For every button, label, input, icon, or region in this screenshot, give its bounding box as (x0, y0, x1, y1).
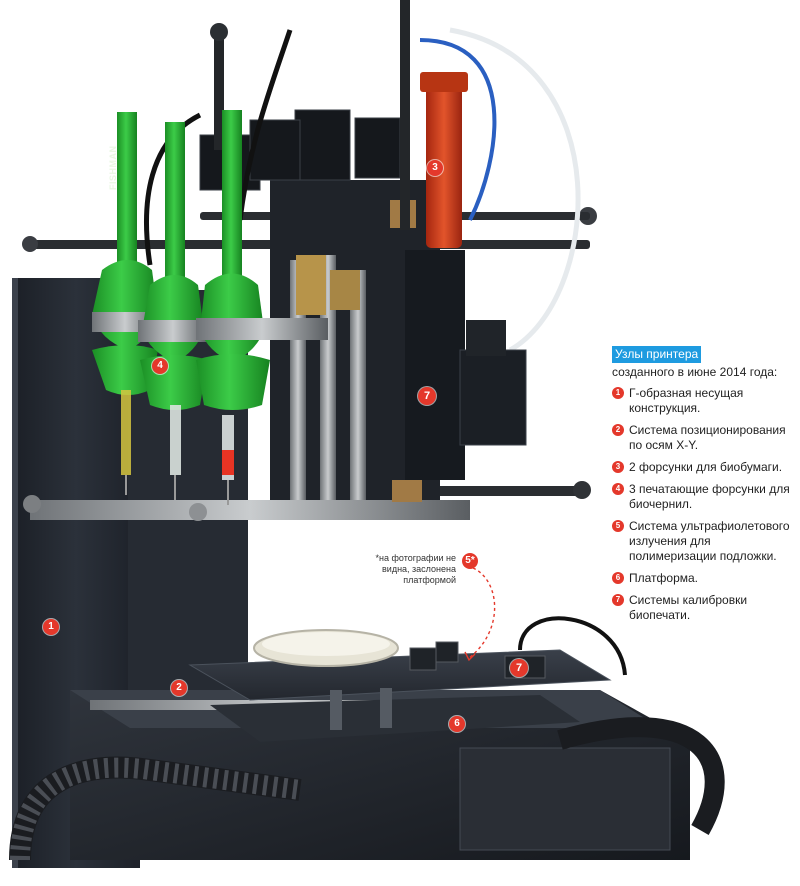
legend-item-number: 2 (612, 424, 624, 436)
marker-2: 2 (171, 680, 187, 696)
rod (400, 0, 410, 230)
tubing-blue (419, 38, 497, 221)
legend-item-text: Система ультрафиолетового излучения для … (629, 519, 790, 563)
tubing-black (237, 29, 293, 221)
legend-item-text: Системы калибровки биопечати. (629, 593, 748, 622)
cable-chain-right (557, 717, 725, 835)
petri-dish-inner (262, 632, 390, 656)
marker-1: 1 (43, 619, 59, 635)
stepper-motor (354, 117, 401, 179)
footnote: *на фотографии не видна, заслонена платф… (375, 553, 456, 585)
calibration-block (435, 641, 459, 663)
arm-knob (23, 495, 41, 513)
arm-knob (573, 481, 591, 499)
legend-item: 2 Система позиционирования по осям X-Y. (612, 423, 794, 453)
green-nozzle-1 (92, 112, 158, 495)
stepper-motor (294, 109, 351, 181)
platform-post (330, 690, 342, 730)
legend-title: Узлы принтера (612, 346, 702, 363)
z-bracket (330, 270, 360, 310)
marker-4: 4 (152, 358, 168, 374)
frame-edge (12, 278, 18, 868)
z-rail (350, 270, 366, 500)
arm-knob (189, 503, 207, 521)
arm-knob (22, 236, 38, 252)
calibration-block (409, 647, 437, 671)
uv-module (405, 250, 465, 480)
legend-subtitle: созданного в июне 2014 года: (612, 365, 778, 379)
footnote-arrow (464, 567, 496, 662)
platform-lower (210, 695, 580, 742)
arm-lower (30, 500, 470, 520)
marker-3: 3 (427, 160, 443, 176)
tubing-white (449, 27, 581, 353)
rod-knob (210, 23, 228, 41)
base-front (459, 747, 671, 851)
legend-item-number: 4 (612, 483, 624, 495)
red-nozzle-cap (420, 72, 468, 92)
legend-item-number: 7 (612, 594, 624, 606)
marker-7-top: 7 (418, 387, 436, 405)
legend-item: 4 3 печатающие форсунки для биочернил. (612, 482, 794, 512)
red-nozzle (426, 78, 462, 248)
uv-box (459, 349, 527, 446)
green-nozzle-3 (196, 110, 328, 505)
legend-item-text: 2 форсунки для биобумаги. (629, 460, 783, 474)
legend-item-number: 3 (612, 461, 624, 473)
z-bracket (296, 255, 326, 315)
z-rail (320, 255, 336, 500)
legend-item-text: Система позиционирования по осям X-Y. (629, 423, 786, 452)
legend-item: 1 Г-образная несущая конструкция. (612, 386, 794, 416)
arm-lower-right (440, 486, 580, 496)
legend-item-text: 3 печатающие форсунки для биочернил. (629, 482, 790, 511)
legend-item: 5 Система ультрафиолетового излучения для… (612, 519, 794, 564)
rod (214, 30, 224, 150)
cork-pad (392, 480, 422, 502)
legend-item-number: 1 (612, 387, 624, 399)
legend-item-number: 5 (612, 520, 624, 532)
printer-parts-legend: Узлы принтера созданного в июне 2014 год… (612, 346, 794, 630)
marker-5: 5* (462, 553, 478, 569)
legend-item: 6 Платформа. (612, 571, 794, 586)
marker-6: 6 (449, 716, 465, 732)
legend-item: 3 2 форсунки для биобумаги. (612, 460, 794, 475)
legend-item: 7 Системы калибровки биопечати. (612, 593, 794, 623)
marker-7-bottom: 7 (510, 659, 528, 677)
legend-item-number: 6 (612, 572, 624, 584)
cable-chain-links (10, 757, 302, 861)
nozzle-brand-label: FISHMAN (108, 145, 118, 191)
legend-item-text: Платформа. (629, 571, 699, 585)
sensor-cable (518, 616, 627, 676)
platform-post (380, 688, 392, 728)
legend-item-text: Г-образная несущая конструкция. (629, 386, 744, 415)
uv-plate (466, 320, 506, 356)
